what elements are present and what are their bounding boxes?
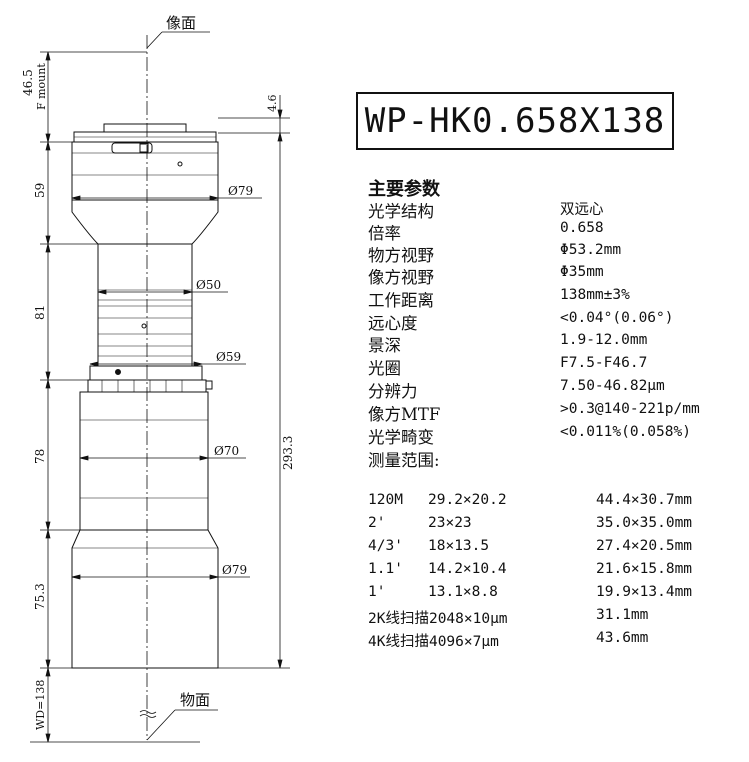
spec-heading: 主要参数 bbox=[368, 179, 440, 200]
dim-seg3: 78 bbox=[33, 449, 47, 464]
lower-barrel bbox=[79, 391, 209, 531]
diameter-3: Ø59 bbox=[216, 350, 241, 364]
spec-row: 光学畸变<0.011%(0.058%) bbox=[368, 424, 691, 447]
mount-flange bbox=[103, 123, 187, 133]
spec-row: 测量范围: bbox=[368, 451, 440, 470]
front-barrel bbox=[71, 529, 219, 669]
mount-label: F mount bbox=[35, 63, 48, 110]
dim-seg4: 75.3 bbox=[33, 583, 47, 610]
diameter-1: Ø79 bbox=[228, 184, 253, 198]
object-plane-label: 物面 bbox=[180, 691, 210, 709]
spec-row: 像方MTF>0.3@140-221p/mm bbox=[368, 401, 700, 424]
spec-row: 远心度<0.04°(0.06°) bbox=[368, 310, 674, 333]
spec-row: 光学结构双远心 bbox=[368, 202, 604, 221]
dim-total: 293.3 bbox=[281, 436, 295, 470]
dim-gap: 4.6 bbox=[266, 95, 279, 113]
diameter-5: Ø79 bbox=[222, 563, 247, 577]
diameter-4: Ø70 bbox=[214, 444, 239, 458]
middle-barrel bbox=[97, 243, 193, 367]
dim-seg1: 59 bbox=[33, 183, 47, 198]
image-plane-leader bbox=[146, 31, 163, 49]
upper-barrel bbox=[71, 141, 219, 201]
aperture-ring bbox=[89, 365, 203, 381]
object-plane-leader bbox=[146, 709, 176, 741]
dim-seg2: 81 bbox=[33, 305, 47, 320]
diameter-2: Ø50 bbox=[196, 278, 221, 292]
dim-wd: WD=138 bbox=[34, 680, 47, 730]
dim-flange: 46.5 bbox=[21, 69, 35, 96]
image-plane-label: 像面 bbox=[166, 14, 196, 32]
model-title: WP-HK0.658X138 bbox=[356, 92, 674, 150]
barrel-taper bbox=[71, 200, 219, 245]
